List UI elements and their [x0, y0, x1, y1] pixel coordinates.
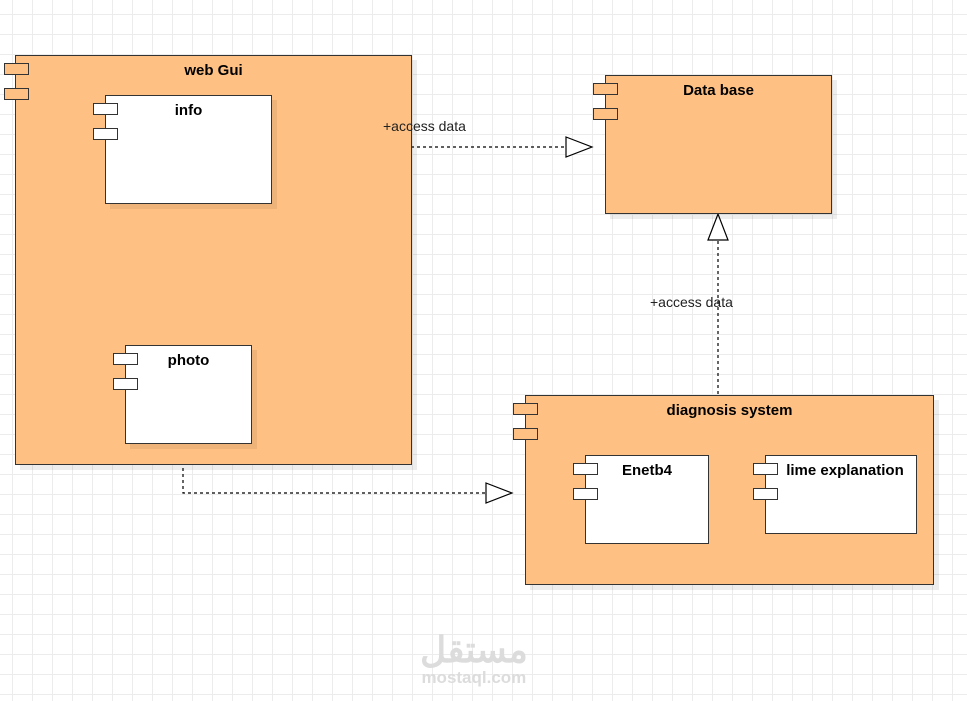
component-lime-explanation[interactable]: lime explanation [765, 455, 917, 534]
component-title: Data base [683, 82, 754, 99]
component-title: Enetb4 [621, 462, 672, 479]
connector-label: +access data [650, 294, 733, 310]
component-title: web Gui [184, 62, 243, 79]
port-icon [593, 83, 618, 95]
component-info[interactable]: info [105, 95, 272, 204]
port-icon [93, 128, 118, 140]
component-enetb4[interactable]: Enetb4 [585, 455, 709, 544]
watermark-latin: mostaql.com [421, 668, 527, 687]
port-icon [513, 428, 538, 440]
component-title: info [174, 102, 203, 119]
port-icon [593, 108, 618, 120]
port-icon [4, 88, 29, 100]
component-title: photo [167, 352, 210, 369]
port-icon [573, 488, 598, 500]
component-title: lime explanation [786, 462, 904, 479]
port-icon [753, 488, 778, 500]
port-icon [573, 463, 598, 475]
photo-to-diagnosis-connector[interactable] [182, 444, 486, 494]
component-title: diagnosis system [666, 402, 793, 419]
watermark-logo: مستقل mostaql.com [420, 632, 528, 688]
realization-arrowhead [485, 482, 514, 504]
port-icon [4, 63, 29, 75]
port-icon [513, 403, 538, 415]
port-icon [93, 103, 118, 115]
port-icon [113, 353, 138, 365]
watermark-arabic: مستقل [420, 629, 528, 670]
port-icon [753, 463, 778, 475]
connector-label: +access data [383, 118, 466, 134]
realization-arrowhead [707, 212, 729, 241]
component-photo[interactable]: photo [125, 345, 252, 444]
component-database[interactable]: Data base [605, 75, 832, 214]
port-icon [113, 378, 138, 390]
realization-arrowhead [565, 136, 594, 158]
